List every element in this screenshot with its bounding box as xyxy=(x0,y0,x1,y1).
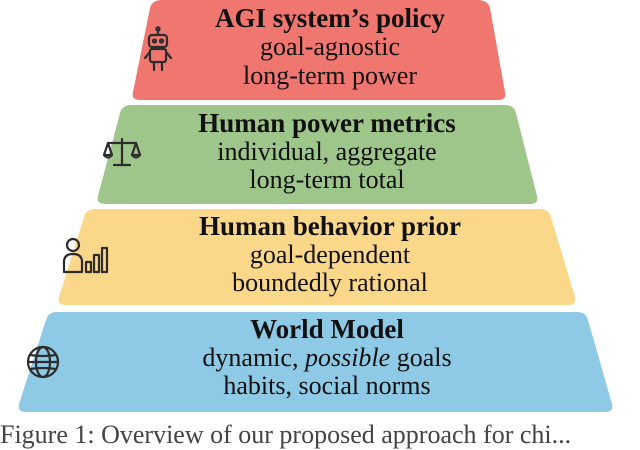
layer-agi-policy: AGI system’s policy goal-agnostic long-t… xyxy=(132,0,506,100)
layer-human-power-metrics-line-1: individual, aggregate xyxy=(217,137,436,166)
layer-world-model-shape xyxy=(18,312,613,412)
globe-icon xyxy=(26,345,60,379)
layer-world-model: World Model dynamic, possible goals habi… xyxy=(18,312,613,412)
layer-human-behavior-prior-line-1: goal-dependent xyxy=(250,240,411,269)
layer-human-power-metrics-title: Human power metrics xyxy=(198,108,455,138)
layer-human-behavior-prior-line-2: boundedly rational xyxy=(232,268,428,297)
layer-human-behavior-prior: Human behavior prior goal-dependent boun… xyxy=(58,209,576,305)
world-model-line-1-part-1: dynamic, xyxy=(202,343,305,372)
balance-scale-icon xyxy=(102,137,142,167)
layer-human-power-metrics-shape xyxy=(97,105,538,204)
layer-human-behavior-prior-shape xyxy=(58,209,576,305)
figure-caption: Figure 1: Overview of our proposed appro… xyxy=(0,420,572,449)
layer-world-model-title: World Model xyxy=(250,314,404,344)
layer-human-power-metrics: Human power metrics individual, aggregat… xyxy=(97,105,538,204)
layer-world-model-line-1: dynamic, possible goals xyxy=(202,343,451,372)
robot-icon xyxy=(143,26,173,72)
person-chart-icon xyxy=(62,237,109,274)
layer-agi-policy-shape xyxy=(132,0,506,100)
layer-human-behavior-prior-title: Human behavior prior xyxy=(199,211,461,241)
layer-human-power-metrics-line-2: long-term total xyxy=(249,165,404,194)
world-model-line-1-part-2: possible xyxy=(303,343,390,372)
world-model-line-1-part-3: goals xyxy=(390,343,451,372)
layer-agi-policy-line-1: goal-agnostic xyxy=(260,32,400,61)
layer-agi-policy-line-2: long-term power xyxy=(243,61,417,90)
layer-agi-policy-title: AGI system’s policy xyxy=(215,3,445,33)
layer-world-model-line-2: habits, social norms xyxy=(223,371,430,400)
